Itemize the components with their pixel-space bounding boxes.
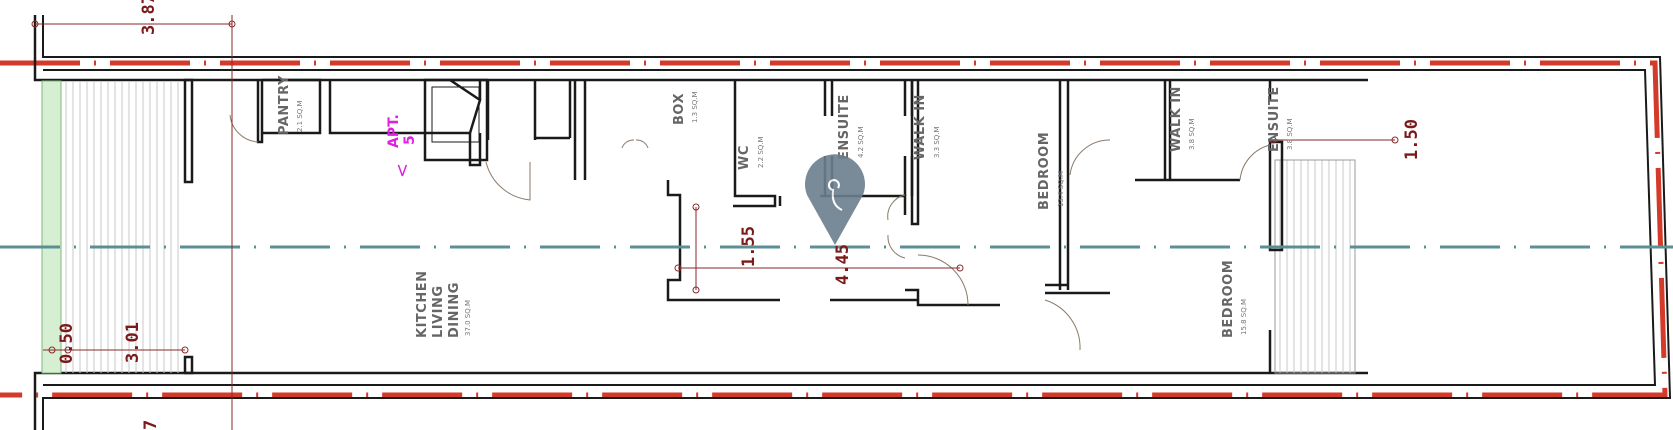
- room-name: BOX: [672, 93, 687, 125]
- room-name: LIVING: [431, 285, 446, 338]
- room-area: 37.0 SQ.M: [464, 300, 472, 336]
- terrace-left: [41, 80, 179, 374]
- room-name: WALK IN: [913, 94, 928, 160]
- dimension-label: 3.01: [123, 322, 143, 363]
- stair-right-outline: [1274, 159, 1356, 374]
- planter-strip: [41, 80, 62, 374]
- dimension-label: 3.87: [139, 0, 159, 35]
- room-ensuite-2: ENSUITE 3.8 SQ.M: [1267, 86, 1294, 152]
- room-area: 4.2 SQ.M: [857, 126, 865, 158]
- doors: [229, 114, 1271, 351]
- room-name: ENSUITE: [1267, 86, 1282, 152]
- stair-right: [1279, 160, 1351, 373]
- room-bedroom-2: BEDROOM 15.8 SQ.M: [1221, 260, 1248, 338]
- location-pin-icon[interactable]: [805, 154, 866, 245]
- room-area: 2.1 SQ.M: [296, 100, 304, 132]
- room-area: 3.8 SQ.M: [1188, 118, 1196, 150]
- room-area: 3.3 SQ.M: [933, 126, 941, 158]
- interior-walls: [183, 78, 1284, 375]
- room-area: 3.8 SQ.M: [1286, 118, 1294, 150]
- room-pantry: PANTRY 2.1 SQ.M: [277, 75, 304, 135]
- room-name: BEDROOM: [1037, 132, 1052, 210]
- room-area: 13.4 SQ.M: [1057, 171, 1065, 207]
- room-area: 1.3 SQ.M: [691, 91, 699, 123]
- outer-boundary-wall: [42, 15, 1672, 430]
- room-kitchen-living-dining: KITCHEN LIVING DINING 37.0 SQ.M: [415, 271, 472, 338]
- room-name: BEDROOM: [1221, 260, 1236, 338]
- apartment-number: 5: [402, 135, 418, 145]
- room-name: WC: [737, 145, 752, 170]
- apartment-title: APT.: [386, 114, 402, 148]
- apartment-label: APT. 5 <: [386, 114, 418, 178]
- room-name: DINING: [447, 282, 462, 338]
- dimension-lines: [31, 15, 1399, 430]
- room-bedroom-1: BEDROOM 13.4 SQ.M: [1037, 132, 1065, 210]
- room-wc: WC 2.2 SQ.M: [737, 136, 765, 170]
- room-name: PANTRY: [277, 75, 292, 135]
- building-outline: [33, 15, 1368, 430]
- room-area: 2.2 SQ.M: [757, 136, 765, 168]
- entrance-arrow: <: [392, 163, 413, 178]
- room-box: BOX 1.3 SQ.M: [672, 91, 699, 125]
- dimension-label: 0.50: [57, 323, 77, 364]
- site-boundary-line: [0, 60, 1668, 398]
- dimension-label: 4.45: [833, 244, 853, 285]
- inner-boundary-wall: [43, 69, 1657, 386]
- dimension-label: 1.55: [739, 226, 759, 267]
- dimension-label: 1.50: [1402, 119, 1422, 160]
- room-walk-in-1: WALK IN 3.3 SQ.M: [913, 94, 941, 160]
- room-name: KITCHEN: [415, 271, 430, 338]
- room-name: ENSUITE: [837, 94, 852, 160]
- room-ensuite-1: ENSUITE 4.2 SQ.M: [837, 94, 865, 160]
- room-name: WALK IN: [1169, 86, 1184, 152]
- dimension-label: 7: [141, 420, 161, 430]
- room-walk-in-2: WALK IN 3.8 SQ.M: [1169, 86, 1196, 152]
- room-area: 15.8 SQ.M: [1240, 299, 1248, 335]
